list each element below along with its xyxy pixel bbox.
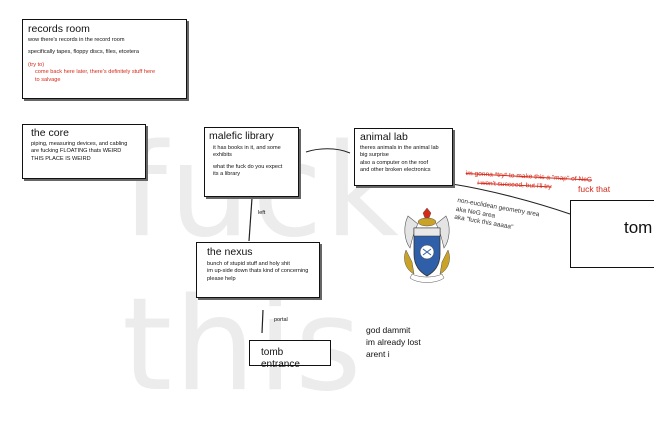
node-the-nexus[interactable]: the nexus bunch of stupid stuff and holy… <box>196 242 320 298</box>
node-text-line: it has books in it, and some <box>213 144 281 151</box>
aside-line: come back here later, there's definitely… <box>35 69 156 76</box>
edge-nexus-to-tomb-entrance <box>261 309 264 334</box>
node-text-line: THIS PLACE IS WEIRD <box>31 155 91 162</box>
node-title: tom <box>624 218 653 237</box>
edge-label-portal: portal <box>274 317 288 323</box>
edge-library-to-nexus <box>248 197 253 242</box>
node-text-line: im up-side down thats kind of concerning <box>207 268 309 275</box>
node-malefic-library[interactable]: malefic library it has books in it, and … <box>204 127 299 197</box>
edge-lab-to-tomb <box>451 183 571 215</box>
node-tomb-entrance[interactable]: tomb entrance <box>249 340 331 370</box>
coat-of-arms-icon <box>404 207 450 283</box>
node-text-line: what the fuck do you expect <box>213 163 283 170</box>
lost-note: god dammit im already lost arent i <box>366 325 421 361</box>
node-title: animal lab <box>360 131 408 143</box>
node-text-line: big surprise <box>360 152 389 159</box>
node-text-line: piping, measuring devices, and cabling <box>31 140 128 147</box>
node-text-line: are fucking FLOATING thats WEIRD <box>31 148 122 155</box>
node-animal-lab[interactable]: animal lab theres animals in the animal … <box>354 128 453 186</box>
node-text-line: and other broken electronics <box>360 167 431 174</box>
lost-line: im already lost <box>366 336 421 347</box>
lost-line: arent i <box>366 348 390 359</box>
node-records-room[interactable]: records room wow there's records in the … <box>22 19 187 99</box>
node-title: the nexus <box>207 246 253 258</box>
aside-tag: (try to) <box>28 61 45 68</box>
node-the-core[interactable]: the core piping, measuring devices, and … <box>22 124 146 179</box>
node-title: the core <box>31 127 69 139</box>
edge-library-to-lab <box>305 148 351 154</box>
node-text-line: exhibits <box>213 152 232 159</box>
node-text-line: wow there's records in the record room <box>28 36 125 43</box>
aside-line: to salvage <box>35 76 61 83</box>
lost-line: god dammit <box>366 325 411 335</box>
node-text-line: its a library <box>213 171 241 178</box>
node-text-line: theres animals in the animal lab <box>360 144 439 151</box>
node-text-line: please help <box>207 275 236 282</box>
node-title: malefic library <box>209 130 274 142</box>
node-text-line: specifically tapes, floppy discs, files,… <box>28 49 139 56</box>
edge-label-left: left <box>258 210 266 216</box>
node-tomb[interactable]: tom <box>570 200 654 268</box>
node-title: tomb entrance <box>261 347 300 370</box>
node-text-line: also a computer on the roof <box>360 159 429 166</box>
node-title: records room <box>28 23 90 35</box>
node-text-line: bunch of stupid stuff and holy shit <box>207 260 290 267</box>
map-note-reply: fuck that <box>578 184 611 194</box>
